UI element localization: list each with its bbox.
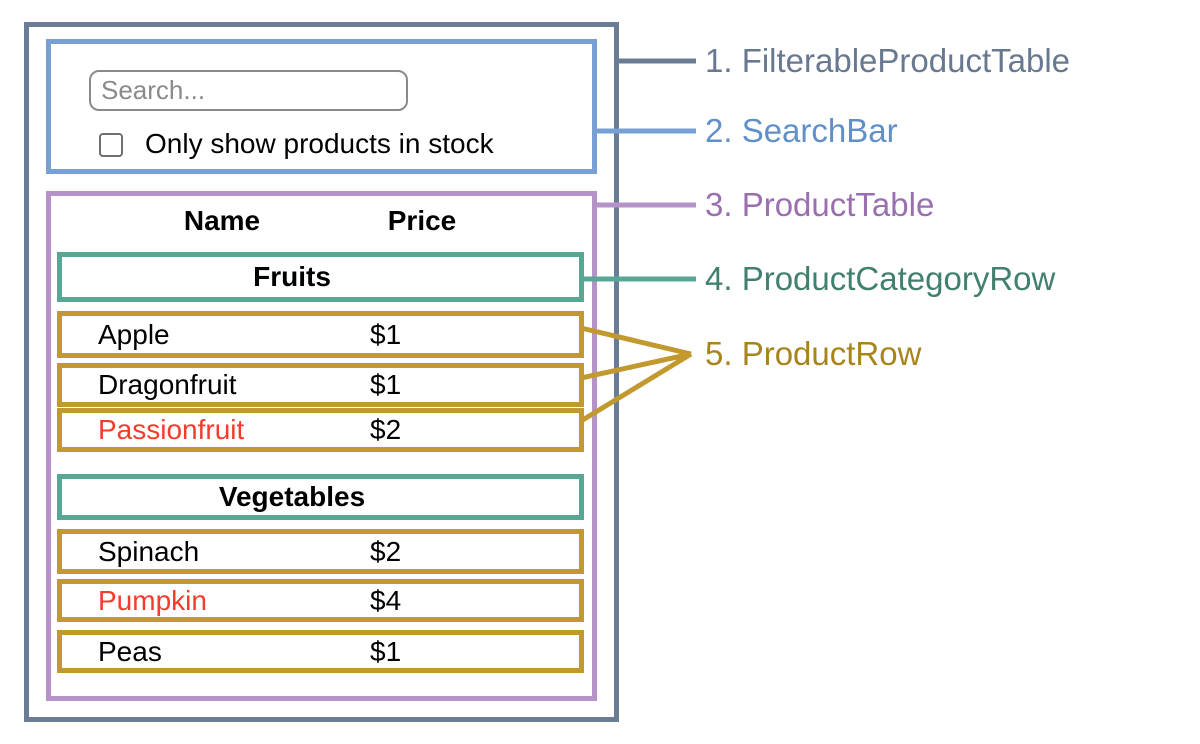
- product-price: $2: [370, 535, 402, 567]
- product-price: $1: [370, 369, 402, 400]
- product-name: Peas: [98, 635, 162, 667]
- product-name: Dragonfruit: [98, 369, 237, 400]
- column-header-price: Price: [387, 205, 457, 236]
- category-row-fruits: Fruits: [57, 252, 584, 302]
- legend-product-category-row: 4. ProductCategoryRow: [705, 260, 1056, 297]
- product-row-peas: Peas $1: [57, 630, 584, 673]
- product-table-box: Name Price Fruits Apple $1 Dragonfruit $…: [46, 191, 597, 701]
- in-stock-checkbox[interactable]: [99, 133, 123, 157]
- in-stock-checkbox-label: Only show products in stock: [145, 128, 494, 159]
- category-label: Fruits: [253, 261, 331, 292]
- product-row-passionfruit: Passionfruit $2: [57, 408, 584, 452]
- product-price: $1: [370, 318, 402, 350]
- legend-product-table: 3. ProductTable: [705, 186, 935, 223]
- product-name: Spinach: [98, 535, 200, 567]
- product-name: Apple: [98, 318, 170, 350]
- product-price: $2: [370, 414, 402, 445]
- product-price: $1: [370, 635, 402, 667]
- legend-search-bar: 2. SearchBar: [705, 112, 898, 149]
- category-label: Vegetables: [218, 481, 366, 512]
- product-row-dragonfruit: Dragonfruit $1: [57, 363, 584, 407]
- legend-filterable-product-table: 1. FilterableProductTable: [705, 42, 1071, 79]
- category-row-vegetables: Vegetables: [57, 474, 584, 520]
- search-bar-box: Only show products in stock: [46, 39, 597, 174]
- product-row-spinach: Spinach $2: [57, 529, 584, 574]
- product-price: $4: [370, 584, 402, 616]
- product-row-pumpkin: Pumpkin $4: [57, 579, 584, 622]
- product-row-apple: Apple $1: [57, 311, 584, 358]
- product-name: Passionfruit: [98, 414, 245, 445]
- product-name: Pumpkin: [98, 584, 207, 616]
- legend-product-row: 5. ProductRow: [705, 335, 922, 372]
- column-header-name: Name: [183, 205, 261, 236]
- search-input[interactable]: [89, 70, 408, 111]
